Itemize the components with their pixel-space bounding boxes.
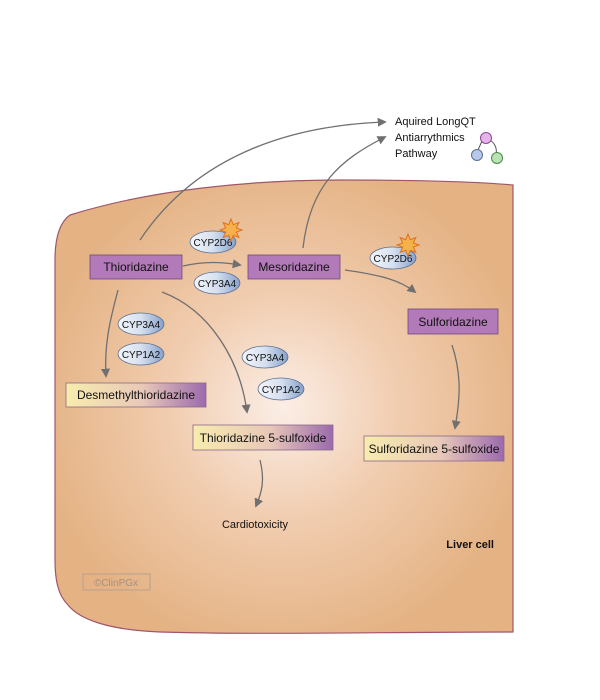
watermark-text: ©ClinPGx [94, 578, 138, 589]
arrow-5-sulfoxide-to-cardiotoxicity [254, 459, 264, 508]
enzyme-cyp3a4-sulfoxide-label: CYP3A4 [246, 353, 285, 364]
enzyme-cyp3a4-sulfoxide[interactable]: CYP3A4 [241, 345, 289, 369]
node-sulforidazine-5-sulfoxide-label: Sulforidazine 5-sulfoxide [369, 442, 500, 456]
pharmacogene-star-icon [218, 217, 244, 243]
enzyme-cyp2d6-thioridazine-label: CYP2D6 [194, 238, 233, 249]
node-desmethylthioridazine-label: Desmethylthioridazine [77, 388, 195, 402]
arrow-mesoridazine-to-pathway [302, 136, 387, 249]
node-thioridazine[interactable]: Thioridazine [89, 254, 183, 280]
arrows [100, 117, 461, 508]
node-thioridazine-5-sulfoxide-label: Thioridazine 5-sulfoxide [200, 431, 327, 445]
pathway-network-icon [471, 132, 503, 164]
liver-cell-body [54, 179, 514, 634]
cell-label: Liver cell [446, 539, 494, 551]
node-sulforidazine-5-sulfoxide[interactable]: Sulforidazine 5-sulfoxide [363, 435, 505, 462]
enzyme-cyp3a4-thioridazine-label: CYP3A4 [198, 279, 237, 290]
node-sulforidazine[interactable]: Sulforidazine [407, 308, 499, 335]
arrow-sulforidazine-to-sulfoxide [451, 344, 461, 430]
node-sulforidazine-label: Sulforidazine [418, 315, 488, 329]
enzyme-cyp1a2-sulfoxide-label: CYP1A2 [262, 385, 301, 396]
enzyme-cyp2d6-mesoridazine[interactable]: CYP2D6 [369, 246, 417, 270]
outcome-cardiotoxicity: Cardiotoxicity [222, 519, 289, 531]
node-mesoridazine[interactable]: Mesoridazine [247, 254, 341, 280]
arrow-thioridazine-to-mesoridazine [182, 259, 242, 269]
node-thioridazine-5-sulfoxide[interactable]: Thioridazine 5-sulfoxide [192, 424, 334, 451]
arrow-thioridazine-to-5-sulfoxide [161, 291, 251, 414]
node-mesoridazine-label: Mesoridazine [258, 260, 330, 274]
pharmacogene-star-icon [395, 232, 421, 258]
pathway-link[interactable]: Aquired LongQT Antiarrythmics Pathway [395, 116, 476, 160]
node-thioridazine-label: Thioridazine [103, 260, 169, 274]
enzyme-cyp3a4-thioridazine[interactable]: CYP3A4 [193, 271, 241, 295]
enzyme-cyp3a4-desmethyl-label: CYP3A4 [122, 320, 161, 331]
arrow-thioridazine-to-pathway [139, 117, 387, 241]
enzyme-cyp2d6-mesoridazine-label: CYP2D6 [374, 254, 413, 265]
watermark: ©ClinPGx [82, 573, 151, 591]
pathway-link-line3: Pathway [395, 148, 438, 160]
enzyme-cyp1a2-sulfoxide[interactable]: CYP1A2 [257, 377, 305, 401]
enzyme-cyp1a2-desmethyl-label: CYP1A2 [122, 350, 161, 361]
enzyme-cyp1a2-desmethyl[interactable]: CYP1A2 [117, 342, 165, 366]
pathway-link-line1: Aquired LongQT [395, 116, 476, 128]
pathway-link-line2: Antiarrythmics [395, 132, 465, 144]
enzyme-cyp3a4-desmethyl[interactable]: CYP3A4 [117, 312, 165, 336]
arrow-mesoridazine-to-sulforidazine [344, 269, 417, 294]
node-desmethylthioridazine[interactable]: Desmethylthioridazine [65, 382, 207, 408]
arrow-thioridazine-to-desmethyl [100, 289, 119, 378]
